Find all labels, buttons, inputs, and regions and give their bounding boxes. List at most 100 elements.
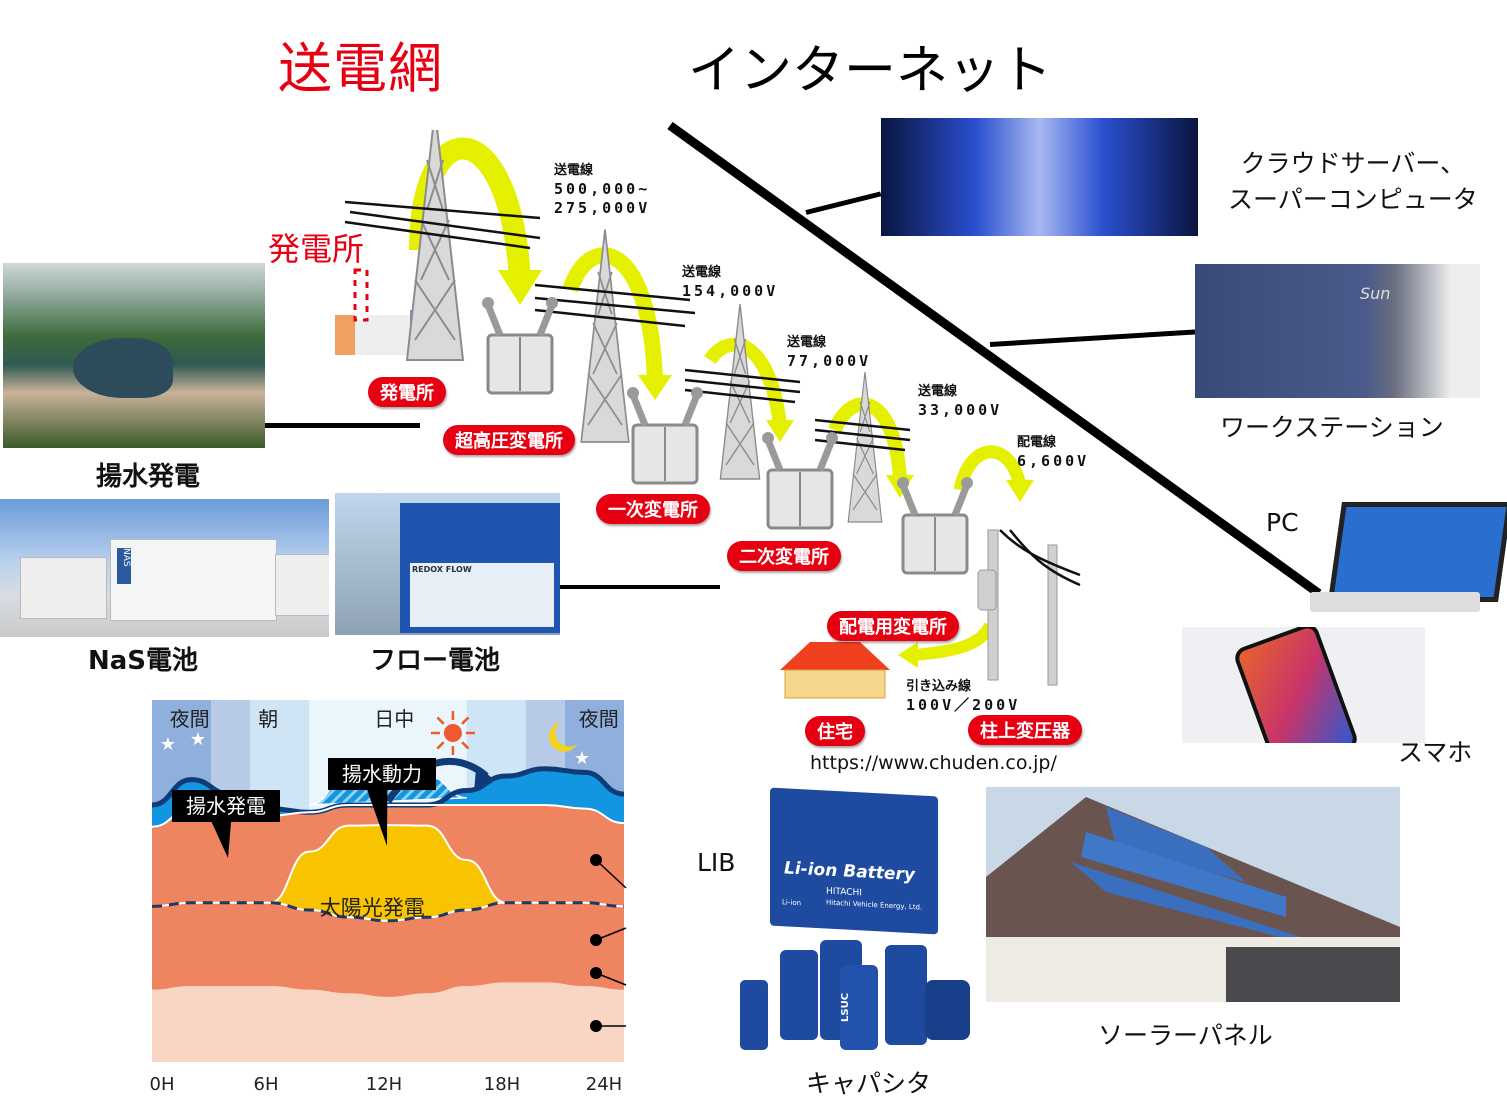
- capacitor-cell: [885, 945, 927, 1045]
- pumped-power-callout-pointer: [365, 786, 388, 846]
- utility-pole-icon: [977, 529, 1081, 686]
- reservoir-shape: [73, 338, 173, 398]
- period-label: 夜間: [170, 707, 210, 731]
- nas-battery-caption: NaS電池: [88, 646, 199, 676]
- workstation-caption: ワークステーション: [1220, 413, 1444, 442]
- facility-ultra-high-voltage-substation: 超高圧変電所: [443, 425, 575, 455]
- facility-power-plant: 発電所: [368, 377, 446, 407]
- series-marker-leader: [595, 972, 627, 986]
- x-tick-label: 0H: [150, 1074, 175, 1095]
- star-icon: ★: [574, 748, 590, 769]
- pumped-hydro-callout-pointer: [209, 818, 232, 858]
- phone-screen: [1231, 627, 1361, 743]
- pc-base: [1310, 592, 1480, 612]
- sun-icon: [443, 724, 462, 742]
- transformer-2: [627, 387, 703, 483]
- transformer-3: [762, 432, 838, 528]
- facility-pole-transformer: 柱上変圧器: [968, 715, 1082, 745]
- facility-secondary-substation: 二次変電所: [727, 541, 841, 571]
- flow-battery-caption: フロー電池: [370, 646, 501, 676]
- solar-house-illustration: [986, 797, 1400, 1002]
- star-icon: ★: [160, 734, 176, 755]
- series-marker-leader: [595, 927, 627, 941]
- power-plant-heading: 発電所: [268, 230, 365, 268]
- container-shape: [20, 557, 107, 619]
- grid-diagram: [335, 130, 1081, 699]
- period-label: 夜間: [579, 707, 619, 731]
- grid-title: 送電網: [278, 37, 443, 100]
- sun-ray: [461, 716, 470, 725]
- transformer-4: [897, 477, 973, 573]
- capacitor-caption: キャパシタ: [806, 1069, 932, 1098]
- x-tick-label: 18H: [484, 1074, 520, 1095]
- solar-module: [1106, 807, 1246, 882]
- pumped-hydro-photo: [3, 263, 265, 448]
- capacitor-cell: LSUC: [840, 965, 878, 1050]
- solar-panel-photo: [986, 787, 1400, 1002]
- pumped-power-callout-box: [328, 758, 436, 790]
- sun-ray: [436, 716, 445, 725]
- flow-arrow-4: [828, 397, 907, 481]
- sun-ray: [461, 741, 470, 750]
- cloud-caption: クラウドサーバー、 スーパーコンピュータ: [1228, 149, 1478, 214]
- capacitor-cell: [925, 980, 970, 1040]
- container-shape: [275, 554, 329, 616]
- pc-caption: PC: [1266, 508, 1299, 537]
- arrowhead-5: [1006, 480, 1034, 502]
- base-area: [152, 982, 624, 1062]
- flow-arrow-5: [953, 445, 1027, 492]
- arrowhead-2: [638, 375, 672, 400]
- sun-ray: [436, 741, 445, 750]
- moon-icon: [548, 722, 578, 752]
- arrowhead-6: [898, 642, 918, 668]
- pumped-hydro-callout-label: 揚水発電: [186, 794, 266, 818]
- solar-panel-caption: ソーラーパネル: [1098, 1021, 1273, 1050]
- internet-title: インターネット: [688, 41, 1053, 101]
- pumped-hydro-connector-line: [265, 423, 420, 428]
- flow-battery-photo: REDOX FLOW: [335, 493, 560, 635]
- flow-battery-connector-line: [560, 585, 720, 589]
- lib-photo: Li-ion Battery HITACHI Hitachi Vehicle E…: [770, 787, 938, 935]
- transformer-1: [482, 297, 558, 393]
- arrowhead-3: [766, 420, 794, 442]
- nas-battery-photo: NAS: [0, 499, 329, 637]
- house-icon: [780, 642, 890, 699]
- capacitor-cell: [780, 950, 818, 1040]
- x-tick-label: 6H: [254, 1074, 279, 1095]
- pumped-hydro-caption: 揚水発電: [96, 462, 201, 492]
- facility-house: 住宅: [805, 716, 865, 746]
- x-tick-label: 24H: [586, 1074, 622, 1095]
- flow-arrow-2: [562, 247, 663, 381]
- solar-module: [1081, 832, 1286, 917]
- period-label: 日中: [374, 707, 414, 731]
- lib-caption: LIB: [697, 848, 736, 877]
- x-tick-label: 12H: [366, 1074, 402, 1095]
- smartphone-photo: [1182, 627, 1425, 743]
- source-url[interactable]: https://www.chuden.co.jp/: [810, 752, 1057, 774]
- star-icon: ★: [190, 729, 206, 750]
- shift-arrowhead: [474, 765, 495, 788]
- tower-3: [719, 303, 761, 480]
- capacitor-photo: LSUC: [735, 935, 975, 1065]
- container-shape: NAS: [110, 539, 277, 621]
- pumped-hydro-callout-box: [172, 790, 280, 822]
- solar-label: 太陽光発電: [320, 896, 425, 920]
- flow-battery-unit: REDOX FLOW: [400, 503, 560, 633]
- power-lines: [344, 200, 911, 452]
- facility-primary-substation: 一次変電所: [596, 494, 710, 524]
- cloud-server-photo: [881, 118, 1198, 236]
- facility-distribution-substation: 配電用変電所: [827, 611, 959, 641]
- pc-screen: [1327, 502, 1507, 602]
- pc-photo: [1305, 500, 1507, 622]
- workstation-photo: Sun: [1195, 264, 1480, 398]
- series-marker-leader: [595, 859, 627, 889]
- flow-arrow-6: [914, 622, 996, 661]
- smartphone-caption: スマホ: [1398, 738, 1473, 767]
